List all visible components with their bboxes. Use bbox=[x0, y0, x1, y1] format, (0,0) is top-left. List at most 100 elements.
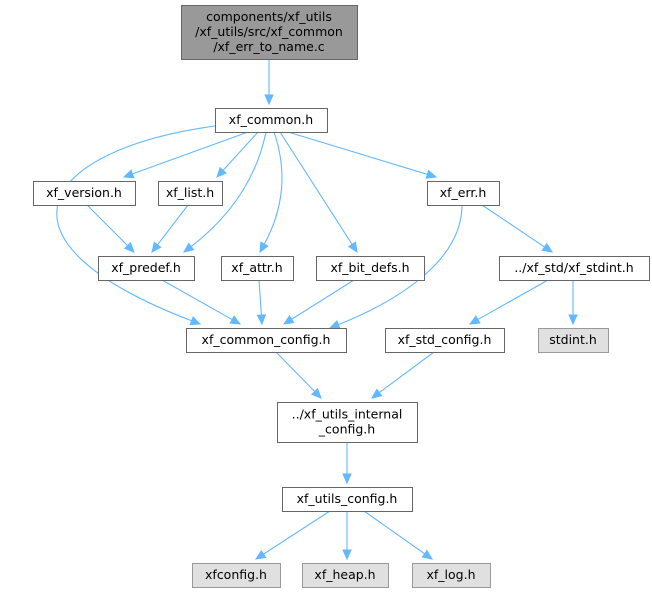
node-xf-attr-h[interactable]: xf_attr.h bbox=[221, 256, 294, 281]
edge-arrowhead bbox=[310, 387, 322, 399]
node-label: /xf_err_to_name.c bbox=[213, 39, 324, 54]
node-xf-log-h: xf_log.h bbox=[412, 563, 491, 588]
edge-arrowhead bbox=[541, 242, 554, 253]
node-box bbox=[427, 181, 500, 206]
edge-arrowhead bbox=[421, 549, 434, 560]
edge-arrowhead bbox=[259, 241, 269, 254]
node-label: stdint.h bbox=[549, 332, 597, 347]
edge-line bbox=[476, 279, 549, 321]
edge-line bbox=[221, 131, 259, 172]
edge-xf_err_h-to-xf_stdint_h bbox=[481, 204, 554, 253]
node-xf-list-h[interactable]: xf_list.h bbox=[158, 181, 223, 206]
node-label: xf_attr.h bbox=[231, 260, 282, 275]
node-xf-version-h[interactable]: xf_version.h bbox=[33, 181, 136, 206]
edge-arrowhead bbox=[229, 315, 242, 325]
node-xf-utils-internal-config-h[interactable]: ../xf_utils_internal_config.h bbox=[277, 402, 418, 443]
edge-arrowhead bbox=[183, 242, 195, 253]
edges-layer bbox=[56, 59, 578, 561]
node-xfconfig-h: xfconfig.h bbox=[192, 563, 281, 588]
node-box bbox=[221, 256, 294, 281]
node-box bbox=[33, 181, 136, 206]
node-box bbox=[302, 563, 389, 588]
edge-xf_bit_defs_h-to-xf_common_config_h bbox=[282, 279, 355, 325]
node-label: xf_heap.h bbox=[314, 567, 375, 582]
edge-arrowhead bbox=[264, 94, 274, 106]
node-box bbox=[215, 108, 328, 133]
node-xf-common-h[interactable]: xf_common.h bbox=[215, 108, 328, 133]
node-label: components/xf_utils bbox=[206, 9, 332, 24]
node-box bbox=[282, 487, 413, 512]
edge-xf_common_h-to-xf_list_h bbox=[216, 131, 259, 178]
edge-line bbox=[363, 510, 426, 555]
edge-line bbox=[258, 279, 263, 317]
node-box bbox=[181, 5, 358, 60]
edge-xf_utils_config_h-to-xf_heap_h bbox=[342, 511, 352, 561]
edge-arrowhead bbox=[282, 314, 295, 325]
node-label: xf_list.h bbox=[166, 185, 214, 200]
edge-line bbox=[378, 351, 435, 394]
edge-xf_version_h-to-xf_predef_h bbox=[86, 204, 135, 253]
edge-xf_common_h-to-xf_bit_defs_h bbox=[279, 131, 358, 254]
node-label: /xf_utils/src/xf_common bbox=[195, 24, 343, 39]
edge-arrowhead bbox=[468, 315, 481, 325]
node-xf-err-h[interactable]: xf_err.h bbox=[427, 181, 500, 206]
edge-line bbox=[275, 351, 316, 393]
edge-xf_utils_config_h-to-xf_log_h bbox=[363, 510, 434, 560]
node-root[interactable]: components/xf_utils/xf_utils/src/xf_comm… bbox=[181, 5, 358, 60]
node-label: xf_err.h bbox=[440, 185, 487, 200]
edge-line bbox=[481, 204, 546, 248]
node-label: xf_common.h bbox=[229, 112, 313, 127]
edge-line bbox=[290, 279, 355, 321]
node-xf-heap-h: xf_heap.h bbox=[302, 563, 389, 588]
edge-line bbox=[56, 125, 216, 322]
node-xf-bit-defs-h[interactable]: xf_bit_defs.h bbox=[316, 256, 425, 281]
node-box bbox=[277, 402, 418, 443]
edge-xf_stdint_h-to-xf_std_config_h bbox=[468, 279, 549, 325]
edge-xf_utils_config_h-to-xfconfig_h bbox=[254, 510, 331, 560]
node-xf-std-config-h[interactable]: xf_std_config.h bbox=[385, 328, 505, 353]
edge-xf_utils_internal_config_h-to-xf_utils_config_h bbox=[342, 442, 352, 485]
node-box bbox=[538, 328, 609, 353]
node-label: xf_log.h bbox=[427, 567, 476, 582]
edge-xf_predef_h-to-xf_common_config_h bbox=[161, 279, 242, 325]
node-box bbox=[385, 328, 505, 353]
edge-arrowhead bbox=[328, 320, 341, 329]
node-label: xf_bit_defs.h bbox=[330, 260, 409, 275]
node-xf-utils-config-h[interactable]: xf_utils_config.h bbox=[282, 487, 413, 512]
edge-xf_common_h-to-xf_predef_h bbox=[183, 131, 267, 253]
node-stdint-h: stdint.h bbox=[538, 328, 609, 353]
edge-root-to-xf_common_h bbox=[264, 59, 274, 106]
edge-arrowhead bbox=[347, 241, 358, 254]
edge-arrowhead bbox=[189, 316, 202, 326]
node-label: xfconfig.h bbox=[205, 567, 267, 582]
edge-xf_common_h-to-xf_version_h bbox=[122, 131, 249, 179]
edge-xf_common_h-to-xf_common_config_h bbox=[56, 125, 216, 326]
edge-xf_attr_h-to-xf_common_config_h bbox=[256, 279, 267, 326]
node-xf-stdint-h[interactable]: ../xf_std/xf_stdint.h bbox=[499, 256, 650, 281]
edge-arrowhead bbox=[342, 549, 352, 561]
node-box bbox=[186, 328, 347, 353]
node-box bbox=[499, 256, 650, 281]
node-label: xf_utils_config.h bbox=[297, 491, 398, 506]
edge-arrowhead bbox=[568, 314, 578, 326]
node-box bbox=[316, 256, 425, 281]
edge-line bbox=[190, 131, 267, 248]
edge-line bbox=[156, 204, 189, 246]
edge-line bbox=[161, 279, 234, 321]
edge-xf_common_config_h-to-xf_utils_internal_config_h bbox=[275, 351, 322, 399]
node-label: ../xf_utils_internal bbox=[292, 407, 403, 422]
node-box bbox=[98, 256, 195, 281]
edge-line bbox=[262, 510, 331, 556]
node-box bbox=[192, 563, 281, 588]
edge-line bbox=[263, 131, 283, 246]
node-xf-predef-h[interactable]: xf_predef.h bbox=[98, 256, 195, 281]
edge-line bbox=[287, 131, 429, 176]
edge-arrowhead bbox=[342, 473, 352, 485]
edge-line bbox=[131, 131, 249, 175]
edge-line bbox=[86, 204, 129, 247]
edge-arrowhead bbox=[122, 169, 135, 179]
edge-xf_common_h-to-xf_err_h bbox=[287, 131, 438, 179]
node-xf-common-config-h[interactable]: xf_common_config.h bbox=[186, 328, 347, 353]
edge-xf_list_h-to-xf_predef_h bbox=[151, 204, 189, 253]
